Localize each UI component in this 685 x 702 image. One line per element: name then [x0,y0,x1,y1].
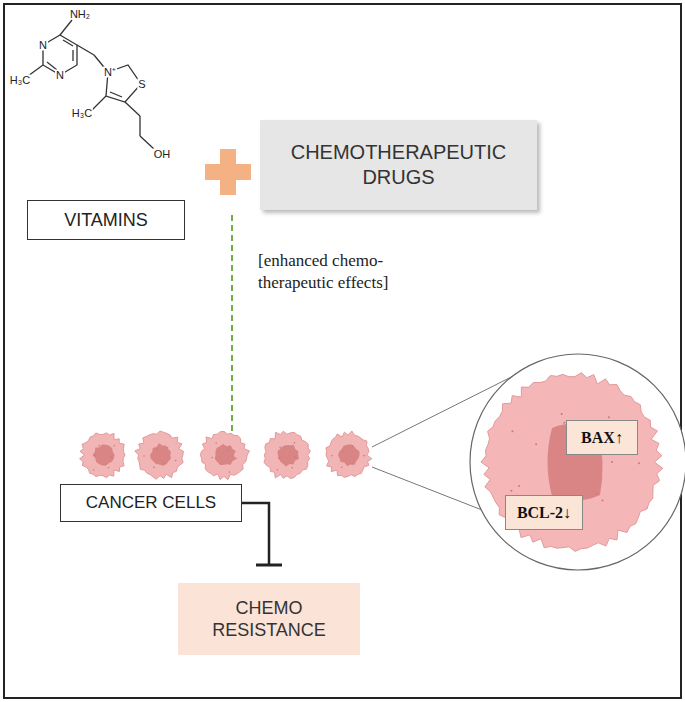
cell-nucleus [215,444,236,465]
cell-speck [229,471,231,473]
node-label: CHEMO RESISTANCE [206,597,332,642]
cell-speck [153,467,155,469]
outer-frame [4,4,681,698]
cell-speck [595,493,597,495]
zoom-circle [470,354,685,570]
cancer-cell [135,431,184,479]
cell-speck [294,442,296,444]
cell-nucleus [338,444,360,466]
chain-bond [140,136,154,149]
cell-speck [608,416,610,418]
edge-group [242,503,282,565]
cell-speck [99,445,101,447]
cancer-cell [201,431,250,479]
cell-speck [352,445,354,447]
amine-bond [60,20,72,35]
cell-speck [601,499,603,501]
atom-label: S [137,79,146,90]
cell-speck [563,422,565,424]
marker-box: BCL-2↓ [505,495,583,530]
drug-box: CHEMOTHERAPEUTIC DRUGS [260,120,537,210]
chain-bond [139,116,140,136]
cell-speck [164,463,166,465]
atom-label: N [38,40,48,51]
node-label: CANCER CELLS [86,492,216,513]
cancer-cell [326,431,372,477]
cell-speck [535,443,537,445]
cell-speck [638,462,640,464]
atom-label: H₃C [9,75,31,86]
double-bond [63,40,73,46]
cell-speck [220,463,222,465]
cell-speck [114,445,116,447]
zoom-leader [372,467,482,510]
cell-speck [175,460,177,462]
methyl-bond [92,96,106,110]
node-label: CHEMOTHERAPEUTIC DRUGS [272,140,525,190]
cell-speck [228,450,230,452]
cell-speck [156,449,158,451]
cell-speck [110,456,112,458]
cell-speck [342,450,344,452]
cell-speck [108,467,110,469]
cell-speck [93,469,95,471]
cell-speck [351,463,353,465]
cells-group [80,373,663,552]
node-label: VITAMINS [64,209,148,232]
cell-speck [511,430,513,432]
cell-nucleus [150,443,171,466]
vitamin-box: VITAMINS [27,200,185,240]
atom-label: H₃C [71,108,93,119]
cell-speck [294,456,296,458]
cancer-cell [80,433,125,478]
cell-speck [278,457,280,459]
plus-bar [220,149,236,195]
cell-nucleus [277,445,298,466]
effect-arrow [231,215,233,440]
atom-label: OH [153,149,172,160]
cell-speck [143,455,145,457]
cell-speck [279,446,281,448]
cell-nucleus [93,445,115,466]
cell-speck [277,469,279,471]
cell-speck [510,490,512,492]
thiamine-structure [28,20,154,149]
cell-speck [331,455,333,457]
node-label: BAX↑ [581,428,623,448]
cell-speck [518,485,520,487]
bridge-bond [77,45,94,55]
atom-label: N [55,70,65,81]
cell-speck [215,442,217,444]
cell-speck [611,461,613,463]
double-bond [110,92,122,97]
double-bond [72,50,73,61]
resistance-box: CHEMO RESISTANCE [178,583,360,655]
effect-note: [enhanced chemo- therapeutic effects] [258,250,423,294]
cell-speck [561,413,563,415]
cell-speck [211,457,213,459]
inhibition-bar [256,564,282,567]
cell-speck [363,455,365,457]
cell-speck [94,455,96,457]
zoomed-cell [481,373,663,552]
chain-bond [125,102,140,116]
inhibition-line [242,503,269,565]
cancer-cells-box: CANCER CELLS [60,484,242,522]
cell-speck [341,466,343,468]
cell-speck [291,467,293,469]
node-label: BCL-2↓ [517,503,571,523]
atom-label: NH₂ [69,9,91,20]
cancer-cell [264,431,310,478]
atom-label: N⁺ [103,67,117,78]
cell-speck [167,447,169,449]
plus-sign [205,149,251,195]
marker-box: BAX↑ [566,420,638,455]
cell-speck [235,458,237,460]
